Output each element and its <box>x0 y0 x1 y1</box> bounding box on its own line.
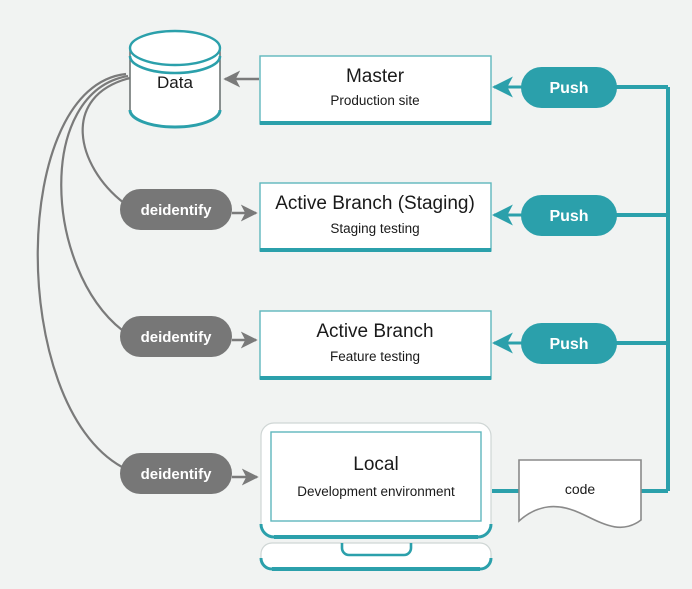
feature-subtitle: Feature testing <box>330 349 420 364</box>
deidentify-pill-feature[interactable]: deidentify <box>120 316 232 357</box>
deidentify-staging-pill <box>120 189 232 230</box>
branch-box-staging[interactable]: Active Branch (Staging) Staging testing <box>259 182 492 252</box>
push-connector-network <box>492 85 670 493</box>
laptop-base-corner-left <box>259 557 273 571</box>
deidentify-pill-staging[interactable]: deidentify <box>120 189 232 230</box>
push-button-feature[interactable]: Push <box>521 323 617 364</box>
cylinder-top-ellipse <box>128 29 222 67</box>
laptop-shell-corner-left <box>259 523 275 539</box>
master-subtitle: Production site <box>330 93 419 108</box>
cylinder-top-inner-arc <box>128 55 222 75</box>
data-cylinder-label: Data <box>157 73 193 92</box>
push-arrows <box>491 76 524 354</box>
local-subtitle: Development environment <box>297 484 455 499</box>
push-feature-label: Push <box>549 336 588 353</box>
deidentify-feature-label: deidentify <box>141 329 212 346</box>
deidentify-curves <box>36 72 131 468</box>
staging-subtitle: Staging testing <box>330 221 419 236</box>
branch-box-feature[interactable]: Active Branch Feature testing <box>259 310 492 380</box>
deidentify-feature-pill <box>120 316 232 357</box>
master-box-frame <box>259 55 492 125</box>
push-staging-label: Push <box>549 208 588 225</box>
push-button-master[interactable]: Push <box>521 67 617 108</box>
cylinder-bottom-arc <box>128 109 222 129</box>
push-button-staging[interactable]: Push <box>521 195 617 236</box>
feature-title: Active Branch <box>316 321 433 342</box>
code-document[interactable]: code <box>518 459 642 529</box>
deidentify-local-pill <box>120 453 232 494</box>
curve-data-to-deidentify-staging <box>81 76 131 204</box>
local-title: Local <box>353 454 398 475</box>
push-staging-pill <box>521 195 617 236</box>
code-document-shape <box>518 459 642 529</box>
curve-data-to-deidentify-feature <box>60 74 129 331</box>
curve-data-to-deidentify-local <box>36 72 127 468</box>
deidentify-staging-label: deidentify <box>141 202 212 219</box>
push-master-label: Push <box>549 80 588 97</box>
push-feature-pill <box>521 323 617 364</box>
laptop-local[interactable]: Local Development environment <box>259 422 493 571</box>
laptop-inner-screen <box>270 431 482 522</box>
push-master-pill <box>521 67 617 108</box>
deidentify-local-label: deidentify <box>141 466 212 483</box>
laptop-shell-corner-right <box>477 523 493 539</box>
code-document-label: code <box>565 481 596 497</box>
data-cylinder[interactable]: Data <box>128 29 222 129</box>
master-title: Master <box>346 66 405 87</box>
staging-title: Active Branch (Staging) <box>275 193 475 214</box>
feature-box-frame <box>259 310 492 380</box>
laptop-trackpad-notch <box>340 543 413 557</box>
deidentify-pill-local[interactable]: deidentify <box>120 453 232 494</box>
branch-box-master[interactable]: Master Production site <box>259 55 492 125</box>
laptop-base-corner-right <box>479 557 493 571</box>
